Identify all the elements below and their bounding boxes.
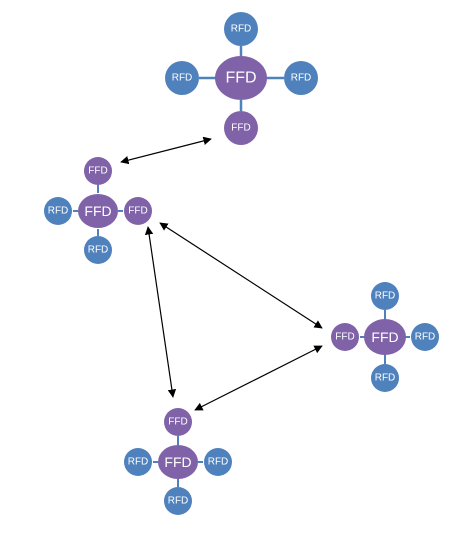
rfd-node-label: RFD bbox=[291, 73, 312, 84]
rfd-node-label: RFD bbox=[172, 73, 193, 84]
rfd-node-label: RFD bbox=[375, 373, 396, 384]
rfd-node bbox=[371, 282, 399, 310]
ffd-node bbox=[331, 323, 359, 351]
ffd-node-label: FFD bbox=[84, 203, 111, 219]
rfd-node-label: RFD bbox=[375, 291, 396, 302]
ffd-node bbox=[164, 408, 192, 436]
rfd-node-label: RFD bbox=[208, 457, 229, 468]
rfd-node-label: RFD bbox=[168, 496, 189, 507]
ffd-node bbox=[215, 56, 267, 100]
cluster-bottom: FFD FFD RFD RFD RFD bbox=[124, 408, 232, 515]
arrow-left-to-right bbox=[159, 222, 323, 329]
arrow-top-to-left bbox=[120, 136, 212, 165]
rfd-node bbox=[84, 236, 112, 264]
rfd-node-label: RFD bbox=[415, 332, 436, 343]
rfd-node bbox=[165, 61, 199, 95]
cluster-left-links bbox=[73, 185, 123, 236]
ffd-node-label: FFD bbox=[335, 332, 354, 343]
rfd-node-label: RFD bbox=[128, 457, 149, 468]
rfd-node-label: RFD bbox=[48, 206, 69, 217]
ffd-node bbox=[124, 197, 152, 225]
rfd-node bbox=[44, 197, 72, 225]
ffd-node bbox=[158, 445, 198, 479]
ffd-node-label: FFD bbox=[168, 417, 187, 428]
ffd-node-label: FFD bbox=[231, 123, 250, 134]
rfd-node-label: RFD bbox=[231, 24, 252, 35]
rfd-node bbox=[164, 487, 192, 515]
rfd-node bbox=[284, 61, 318, 95]
ffd-node bbox=[224, 111, 258, 145]
ffd-node bbox=[84, 157, 112, 185]
arrow-right-to-bottom bbox=[194, 345, 323, 411]
rfd-node bbox=[204, 448, 232, 476]
cluster-top-links bbox=[199, 46, 284, 111]
ffd-node bbox=[78, 194, 118, 228]
rfd-node bbox=[124, 448, 152, 476]
rfd-node bbox=[224, 12, 258, 46]
cluster-left: FFD FFD RFD FFD RFD bbox=[44, 157, 152, 264]
rfd-node bbox=[411, 323, 439, 351]
ffd-node-label: FFD bbox=[164, 454, 191, 470]
cluster-right: FFD RFD FFD RFD RFD bbox=[331, 282, 439, 392]
cluster-bottom-links bbox=[153, 436, 203, 487]
arrow-left-to-bottom bbox=[144, 226, 177, 398]
cluster-top: FFD RFD RFD RFD FFD bbox=[165, 12, 318, 145]
rfd-node bbox=[371, 364, 399, 392]
ffd-node-label: FFD bbox=[88, 166, 107, 177]
inter-cluster-links bbox=[120, 136, 323, 411]
ffd-node-label: FFD bbox=[371, 329, 398, 345]
ffd-node-label: FFD bbox=[128, 206, 147, 217]
ffd-node bbox=[364, 319, 406, 355]
rfd-node-label: RFD bbox=[88, 245, 109, 256]
ffd-node-label: FFD bbox=[225, 70, 256, 87]
